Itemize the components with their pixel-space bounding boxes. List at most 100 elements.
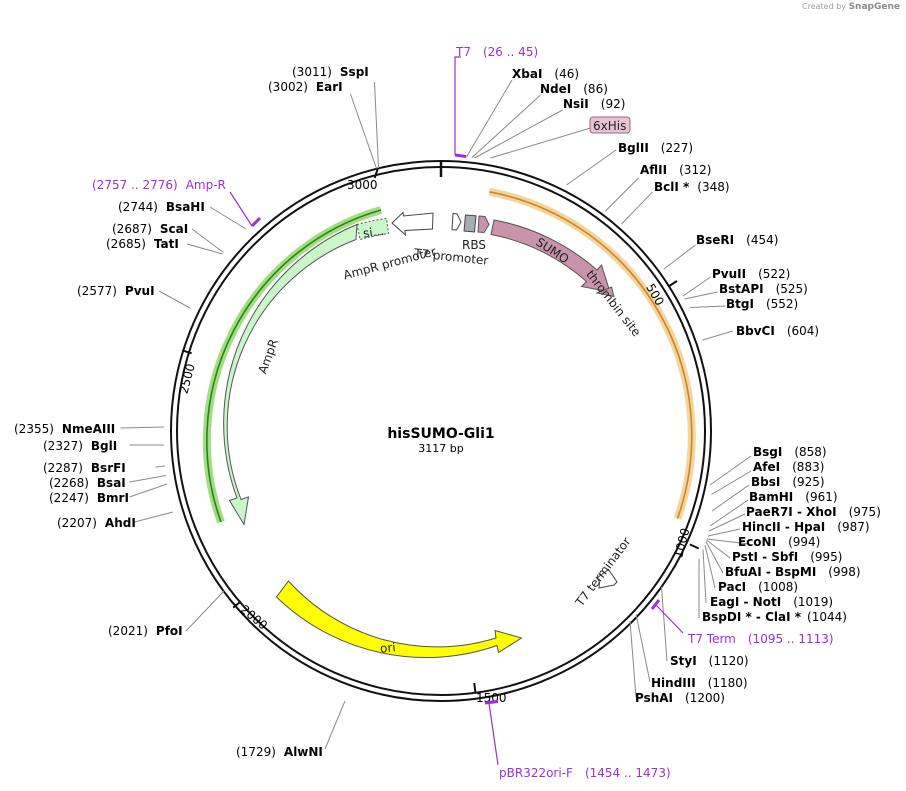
- site-label-afei[interactable]: AfeI(883): [753, 460, 824, 474]
- t7-primer-mark: [454, 153, 467, 158]
- leader-line: [711, 470, 752, 495]
- thrombin-site-feature[interactable]: [595, 286, 615, 298]
- site-label-scai[interactable]: (2687)ScaI: [112, 222, 188, 236]
- leader-line: [566, 149, 617, 186]
- leader-line: [706, 539, 731, 559]
- site-label-bamhi[interactable]: BamHI(961): [749, 490, 838, 504]
- tick-mark: [373, 168, 379, 179]
- leader-line: [324, 700, 346, 750]
- ampr-primer-leader: [229, 191, 253, 227]
- leader-line: [158, 290, 191, 309]
- plasmid-length: 3117 bp: [418, 442, 463, 455]
- site-label-bsgi[interactable]: BsgI(858): [753, 445, 827, 459]
- insert-highlight-core: [489, 191, 693, 519]
- tick-mark: [181, 349, 192, 355]
- site-label-pvuii[interactable]: PvuII(522): [712, 267, 790, 281]
- signal-peptide-feature[interactable]: [356, 217, 390, 241]
- site-label-bgli[interactable]: (2327)BglI: [43, 439, 117, 453]
- site-label-bmri[interactable]: (2247)BmrI: [49, 491, 129, 505]
- site-label-bfuai-bspmi[interactable]: BfuAI - BspMI(998): [725, 565, 861, 579]
- leader-line: [709, 499, 749, 527]
- site-label-btgi[interactable]: BtgI(552): [726, 297, 798, 311]
- snapgene-credit: Created by SnapGene: [802, 2, 900, 12]
- ori-feature[interactable]: [275, 580, 523, 659]
- site-label-hindiii[interactable]: HindIII(1180): [651, 676, 748, 690]
- leader-line: [711, 484, 750, 512]
- t7-promoter-feature[interactable]: [451, 212, 462, 231]
- leader-line: [129, 475, 167, 483]
- site-label-bbsi[interactable]: BbsI(925): [751, 475, 825, 489]
- site-label-nsii[interactable]: NsiI(92): [563, 97, 625, 111]
- ori-primer-mark: [484, 700, 499, 705]
- site-label-paer7i-xhoi[interactable]: PaeR7I - XhoI(975): [746, 505, 881, 519]
- t7term-primer-leader: [655, 604, 684, 634]
- leader-line: [186, 243, 223, 255]
- primer-label-ampr: (2757 .. 2776)Amp-R: [92, 178, 226, 192]
- site-label-styi[interactable]: StyI(1120): [670, 654, 749, 668]
- ampr-label: AmpR: [255, 337, 280, 375]
- site-label-bglii[interactable]: BglII(227): [618, 141, 693, 155]
- site-label-pfoi[interactable]: (2021)PfoI: [108, 624, 183, 638]
- leader-line: [374, 81, 379, 169]
- leader-line: [629, 620, 637, 698]
- leader-line: [490, 127, 591, 159]
- leader-line: [684, 291, 718, 300]
- his-tag-feature[interactable]: [477, 215, 490, 234]
- leader-line: [466, 79, 513, 158]
- site-label-alwni[interactable]: (1729)AlwNI: [236, 745, 323, 759]
- tick-label: 1500: [476, 691, 507, 705]
- t7-primer-leader: [454, 56, 461, 155]
- leader-line: [709, 455, 752, 486]
- site-label-bsai[interactable]: (2268)BsaI: [49, 476, 126, 490]
- site-label-bbvci[interactable]: BbvCI(604): [736, 324, 819, 338]
- site-label-bsrfi[interactable]: (2287)BsrFI: [43, 461, 126, 475]
- ori-label: ori: [379, 640, 396, 655]
- site-label-nmeaiii[interactable]: (2355)NmeAIII: [14, 422, 115, 436]
- site-label-aflii[interactable]: AflII(312): [640, 163, 711, 177]
- site-label-pshai[interactable]: PshAI(1200): [635, 691, 725, 705]
- leader-line: [134, 511, 174, 523]
- leader-line: [191, 228, 224, 253]
- t7-terminator-feature[interactable]: [596, 568, 618, 589]
- site-label-sspi[interactable]: (3011)SspI: [292, 65, 369, 79]
- site-label-bcli[interactable]: BclI *(348): [654, 180, 730, 194]
- tick-mark: [689, 543, 700, 550]
- leader-line: [704, 544, 716, 589]
- leader-line: [663, 244, 696, 270]
- leader-line: [689, 305, 726, 308]
- leader-line: [707, 528, 741, 537]
- ampr-promoter-label: AmpR promoter: [342, 244, 438, 282]
- site-label-ndei[interactable]: NdeI(86): [540, 82, 608, 96]
- leader-line: [702, 549, 707, 604]
- site-label-bstapi[interactable]: BstAPI(525): [719, 282, 808, 296]
- site-label-eagi-noti[interactable]: EagI - NotI(1019): [710, 595, 833, 609]
- site-label-psti-sbfi[interactable]: PstI - SbfI(995): [732, 550, 842, 564]
- site-label-pvui[interactable]: (2577)PvuI: [77, 284, 155, 298]
- site-label-ahdi[interactable]: (2207)AhdI: [57, 516, 136, 530]
- site-label-bsahi[interactable]: (2744)BsaHI: [118, 200, 205, 214]
- sumo-feature[interactable]: [490, 219, 611, 293]
- site-label-hincii-hpai[interactable]: HincII - HpaI(987): [742, 520, 870, 534]
- leader-line: [120, 426, 165, 429]
- ampr-promoter-feature[interactable]: [391, 211, 434, 237]
- rbs-feature[interactable]: [463, 214, 477, 233]
- tick-mark: [668, 280, 678, 288]
- primer-label-t7: T7(26 .. 45): [455, 45, 538, 59]
- site-label-tati[interactable]: (2685)TatI: [106, 237, 179, 251]
- leader-line: [209, 206, 247, 230]
- tick-label: 3000: [347, 178, 378, 192]
- site-label-xbai[interactable]: XbaI(46): [512, 67, 579, 81]
- site-label-econi[interactable]: EcoNI(994): [738, 535, 820, 549]
- site-label-bseri[interactable]: BseRI(454): [696, 233, 778, 247]
- site-label-bspdi-clai[interactable]: BspDI * - ClaI *(1044): [702, 610, 847, 624]
- site-label-paci[interactable]: PacI(1008): [718, 580, 798, 594]
- ori-primer-leader: [488, 702, 499, 766]
- rbs-label: RBS: [462, 238, 486, 252]
- site-label-eari[interactable]: (3002)EarI: [268, 80, 343, 94]
- ampr-feature[interactable]: [223, 223, 358, 526]
- ampr-primer-mark: [250, 216, 262, 228]
- his-tag-label: 6xHis: [593, 119, 626, 133]
- plasmid-name: hisSUMO-Gli1: [387, 426, 494, 442]
